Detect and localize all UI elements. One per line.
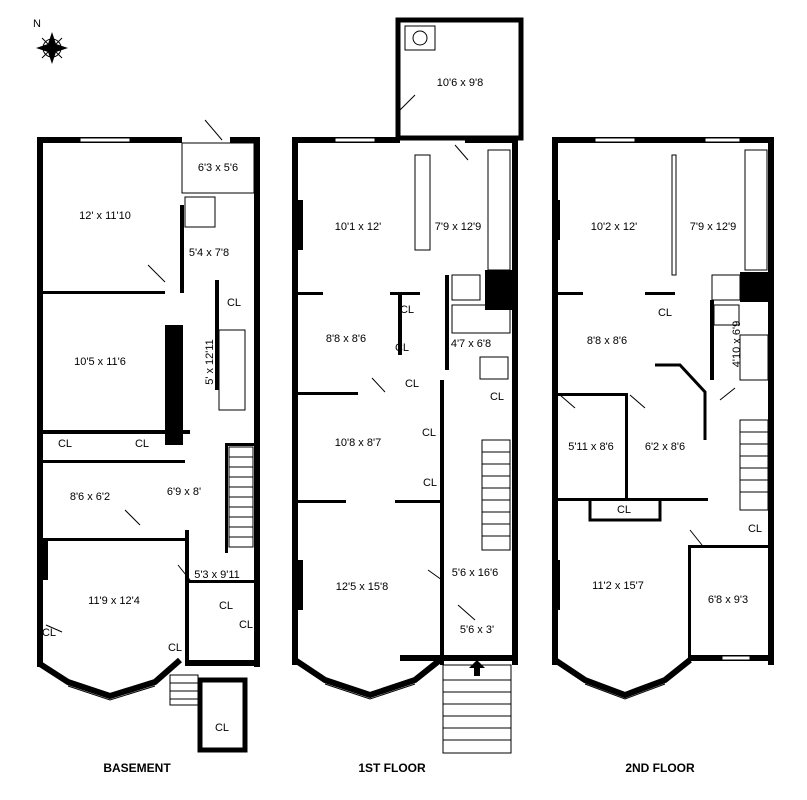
- first-floor-closet-4: CL: [490, 391, 504, 403]
- first-floor-room-6: 10'8 x 8'7: [335, 437, 381, 449]
- first-floor-title: 1ST FLOOR: [358, 761, 426, 775]
- basement-room-5: 5' x 12'11: [204, 339, 216, 385]
- second-floor-closet-2: CL: [617, 504, 631, 516]
- second-floor-closet-1: CL: [658, 307, 672, 319]
- basement-room-1: 12' x 11'10: [79, 210, 131, 222]
- first-floor-room-5: 4'7 x 6'8: [451, 338, 491, 350]
- second-floor-room-6: 6'2 x 8'6: [645, 441, 685, 453]
- basement-room-4: 10'5 x 11'6: [74, 356, 126, 368]
- basement-closet-7: CL: [219, 600, 233, 612]
- basement-title: BASEMENT: [103, 761, 171, 775]
- second-floor-title: 2ND FLOOR: [625, 761, 695, 775]
- compass-north-label: N: [33, 18, 41, 30]
- basement-closet-2: CL: [165, 368, 179, 380]
- basement-room-2: 6'3 x 5'6: [198, 162, 238, 174]
- second-floor-room-1: 10'2 x 12': [591, 221, 637, 233]
- basement-closet-3: CL: [58, 438, 72, 450]
- first-floor-closet-3: CL: [405, 378, 419, 390]
- basement-closet-4: CL: [135, 438, 149, 450]
- second-floor-closet-3: CL: [748, 523, 762, 535]
- first-floor-room-7: 12'5 x 15'8: [336, 581, 389, 593]
- first-floor-room-4: 8'8 x 8'6: [326, 333, 366, 345]
- first-floor-closet-2: CL: [395, 342, 409, 354]
- second-floor-room-3: 8'8 x 8'6: [587, 335, 627, 347]
- second-floor-room-2: 7'9 x 12'9: [690, 221, 736, 233]
- second-floor-plan: 10'2 x 12' 7'9 x 12'9 8'8 x 8'6 4'10 x 6…: [552, 137, 774, 775]
- basement-closet-8: CL: [239, 619, 253, 631]
- second-floor-room-4: 4'10 x 6'9: [731, 321, 743, 367]
- first-floor-room-3: 7'9 x 12'9: [435, 221, 481, 233]
- basement-plan: 12' x 11'10 6'3 x 5'6 5'4 x 7'8 10'5 x 1…: [37, 119, 260, 775]
- second-floor-room-8: 6'8 x 9'3: [708, 594, 748, 606]
- basement-closet-6: CL: [168, 642, 182, 654]
- second-floor-room-5: 5'11 x 8'6: [568, 441, 614, 453]
- basement-room-7: 6'9 x 8': [167, 486, 201, 498]
- basement-room-8: 5'3 x 9'11: [194, 569, 240, 581]
- first-floor-closet-5: CL: [422, 427, 436, 439]
- first-floor-plan: 10'6 x 9'8 10'1 x 12' 7'9 x 12'9 8'8 x 8…: [292, 17, 524, 775]
- first-floor-room-1: 10'6 x 9'8: [437, 77, 483, 89]
- basement-room-3: 5'4 x 7'8: [189, 247, 229, 259]
- first-floor-room-8: 5'6 x 16'6: [452, 567, 498, 579]
- basement-closet-5: CL: [42, 627, 56, 639]
- first-floor-closet-1: CL: [400, 304, 414, 316]
- compass: N: [33, 18, 68, 64]
- basement-room-6: 8'6 x 6'2: [70, 491, 110, 503]
- first-floor-room-9: 5'6 x 3': [460, 624, 494, 636]
- first-floor-closet-6: CL: [423, 477, 437, 489]
- first-floor-room-2: 10'1 x 12': [335, 221, 381, 233]
- second-floor-room-7: 11'2 x 15'7: [592, 580, 644, 592]
- basement-room-9: 11'9 x 12'4: [88, 595, 140, 607]
- basement-closet-1: CL: [227, 297, 241, 309]
- basement-closet-9: CL: [215, 722, 229, 734]
